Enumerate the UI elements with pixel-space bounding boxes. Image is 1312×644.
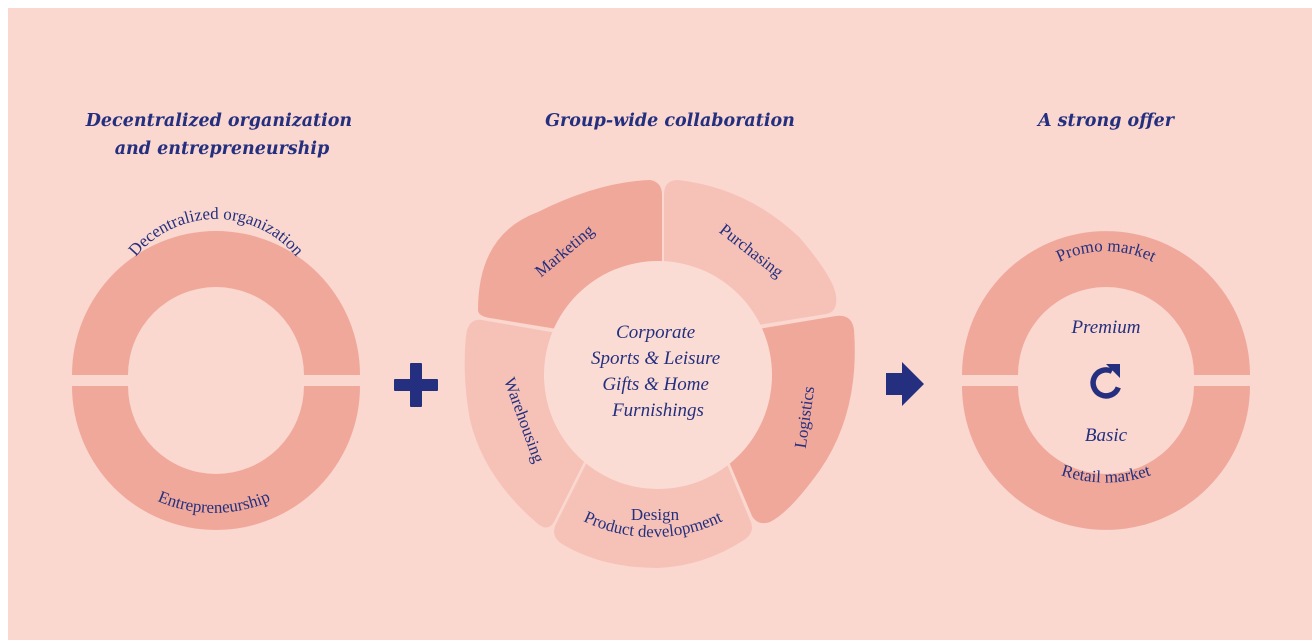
left-title: Decentralized organization and entrepren… bbox=[85, 111, 359, 159]
design-label: Design bbox=[631, 505, 680, 524]
basic-label: Basic bbox=[1085, 425, 1128, 446]
right-ring-top bbox=[962, 231, 1250, 375]
right-section: A strong offer Promo market Retail marke… bbox=[962, 111, 1250, 530]
left-ring-top bbox=[72, 231, 360, 375]
middle-title: Group-wide collaboration bbox=[545, 111, 795, 131]
left-section: Decentralized organization and entrepren… bbox=[72, 111, 360, 530]
segment-design bbox=[554, 452, 752, 568]
left-ring-bottom bbox=[72, 386, 360, 530]
segment-purchasing bbox=[664, 180, 837, 326]
plus-icon bbox=[394, 363, 438, 407]
right-ring-bottom bbox=[962, 386, 1250, 530]
center-text: Corporate Sports & Leisure Gifts & Home … bbox=[591, 322, 725, 421]
arrow-right-icon bbox=[886, 362, 924, 406]
middle-section: Group-wide collaboration Marketing Purch… bbox=[464, 111, 855, 568]
premium-label: Premium bbox=[1071, 317, 1141, 338]
right-title: A strong offer bbox=[1036, 111, 1176, 131]
refresh-cycle-icon bbox=[1090, 364, 1121, 399]
center-disc bbox=[544, 261, 772, 489]
